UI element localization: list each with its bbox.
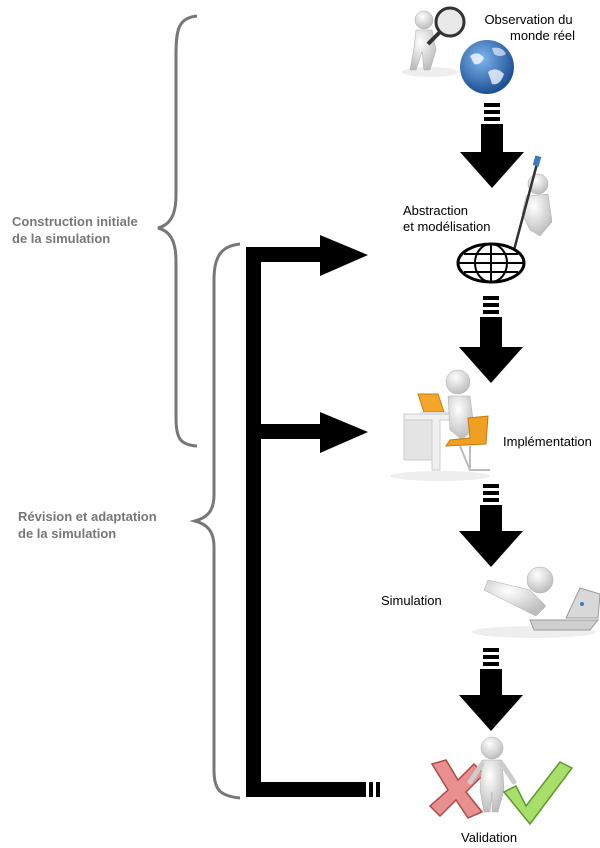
observation-illustration (402, 6, 514, 94)
laptop-screen (417, 393, 445, 413)
lying-figure-head (526, 566, 554, 594)
pen-icon (512, 159, 540, 251)
down-arrow-4 (459, 648, 523, 731)
observation-label: Observation du monde réel (482, 12, 575, 44)
abstraction-label: Abstraction et modélisation (403, 203, 490, 235)
down-arrow-2 (459, 296, 523, 383)
abstraction-label-line2: et modélisation (403, 219, 491, 234)
down-arrow-3 (459, 484, 523, 567)
worker-head (445, 369, 471, 395)
validation-illustration (428, 736, 574, 826)
feedback-mid-arrowhead (320, 412, 368, 453)
check-icon (502, 761, 574, 826)
simulation-label: Simulation (381, 593, 442, 608)
down-arrow-1 (460, 103, 524, 188)
modeler-body (521, 193, 553, 237)
observation-label-line2: monde réel (510, 28, 576, 43)
construction-label-line1: Construction initiale (12, 214, 138, 229)
simulation-illustration (472, 566, 600, 638)
observer-head (414, 10, 434, 30)
implementation-illustration (390, 369, 490, 481)
magnifier-icon (434, 6, 466, 38)
construction-label-line2: de la simulation (12, 231, 111, 246)
construction-group-label: Construction initiale de la simulation (12, 213, 138, 247)
feedback-dash-1 (369, 782, 373, 797)
feedback-top-arrowhead (320, 235, 368, 276)
abstraction-illustration (456, 155, 553, 284)
abstraction-label-line1: Abstraction (403, 203, 469, 218)
revision-brace (189, 242, 241, 800)
feedback-top-bar (246, 247, 322, 262)
globe-icon (460, 40, 514, 94)
validator-head (480, 736, 504, 760)
chair (445, 415, 489, 447)
lying-figure-body (483, 579, 547, 617)
revision-label-line1: Révision et adaptation (18, 509, 157, 524)
construction-brace (157, 14, 198, 448)
worker-body (447, 395, 475, 441)
validation-label: Validation (461, 830, 518, 845)
cross-icon (428, 759, 486, 819)
feedback-vertical-bar (246, 247, 261, 797)
feedback-loop (246, 235, 380, 797)
observer-body (409, 29, 437, 71)
validator-body (479, 759, 505, 813)
wireframe-globe-icon (456, 242, 526, 284)
feedback-mid-bar (246, 424, 322, 439)
revision-group-label: Révision et adaptation de la simulation (18, 508, 157, 542)
feedback-dash-2 (376, 782, 380, 797)
implementation-label: Implémentation (503, 434, 592, 449)
revision-label-line2: de la simulation (18, 526, 117, 541)
feedback-bottom-bar (246, 782, 366, 797)
observation-label-line1: Observation du (484, 12, 573, 27)
